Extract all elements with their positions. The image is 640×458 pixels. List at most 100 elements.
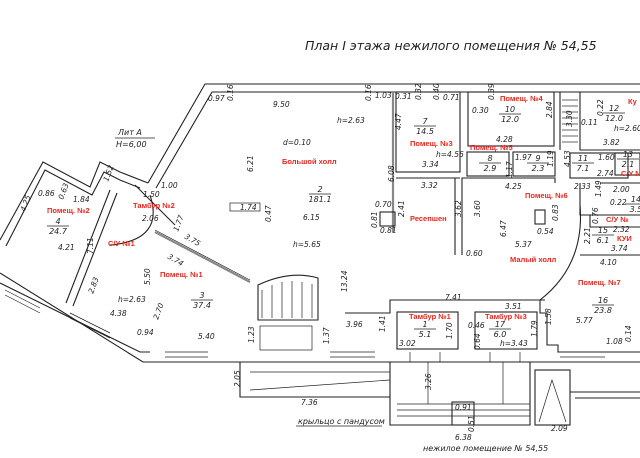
room-number: 156.1 [592,226,614,245]
dimension-label: 2.09 [551,424,568,433]
room-number: 15.1 [414,320,436,339]
dimension-label: 0.86 [38,189,55,198]
dimension-label: 7.11 [86,237,95,254]
room-index: 9 [535,154,540,163]
dimension-label: 4.10 [600,258,617,267]
room-index: 14 [631,195,640,204]
dimension-label: 4.38 [110,309,127,318]
room-area: 181.1 [309,195,332,204]
dimension-label: 0.47 [264,205,273,222]
room-number: 143.5 [625,195,640,214]
lit-name: Лит А [117,128,142,137]
dimension-label: 3.62 [454,200,463,217]
dimension-label: 6.47 [499,220,508,237]
dimension-label: 1.60 [598,153,615,162]
room-number: 92.3 [527,154,549,173]
room-label: Помещ. №1 [160,270,203,279]
dimension-label: 0.40 [432,83,441,100]
dimension-label: 0.64 [473,333,482,350]
dimension-label: 1.52 [101,164,115,183]
dimension-label: 1.74 [240,203,257,212]
dimension-label: 3.51 [505,302,522,311]
dimension-label: 2.84 [545,101,554,118]
room-area: 6.1 [597,236,610,245]
room-label: Помещ. №4 [500,94,543,103]
room-area: 12.0 [501,115,519,124]
room-area: 23.8 [594,306,612,315]
room-area: 2.1 [622,160,635,169]
room-index: 17 [495,320,506,329]
room-index: 15 [598,226,608,235]
room-label: Ресепшен [410,214,447,223]
dimension-label: 0.54 [537,227,554,236]
dimension-label: 5.50 [143,268,152,285]
dimension-label: 3.74 [166,252,185,268]
walls [0,83,640,363]
dimension-label: h=2.63 [118,295,146,304]
dimension-label: 1.08 [606,337,623,346]
dimension-label: 0.14 [624,325,633,342]
dimension-label: 2.70 [151,302,165,321]
dimension-label: 5.77 [576,316,593,325]
room-label: Помещ. №5 [470,143,513,152]
room-area: 24.7 [49,227,68,236]
room-index: 13 [623,150,633,159]
dimension-label: 3.26 [424,373,433,390]
dimension-label: 0.63 [56,182,70,201]
room-label: С/У № [606,215,629,224]
room-index: 16 [598,296,608,305]
dimension-label: 6.08 [387,165,396,182]
dimension-label: 6.38 [455,433,472,442]
dimension-label: 1.17 [505,161,514,178]
dimension-label: 1.00 [161,181,178,190]
room-number: 337.4 [191,291,213,310]
dimension-label: 1.79 [530,320,539,337]
dimension-label: 3.74 [611,244,628,253]
room-index: 8 [487,154,492,163]
dimension-label: 4.25 [18,194,32,213]
dimension-label: 0.83 [551,204,560,221]
room-label: Тамбур №1 [409,312,451,321]
dimension-label: 1.19 [546,150,555,167]
room-index: 7 [422,117,428,126]
dimension-label: 1.49 [594,180,603,197]
dimension-label: 7.41 [445,293,462,302]
dimension-label: 0.70 [375,200,392,209]
room-label: Ку [628,97,638,106]
dimension-label: 1.77 [171,214,185,233]
dimension-label: 0.32 [414,83,423,100]
room-label: Тамбур №2 [133,201,175,210]
dimension-label: 3.75 [183,232,202,248]
dimension-label: 5.40 [198,332,215,341]
dimension-label: 0.76 [591,207,600,224]
room-label: Помещ. №3 [410,139,453,148]
room-number: 424.7 [47,217,69,236]
dimension-label: 1.41 [378,315,387,332]
dimension-label: 2.41 [397,200,406,217]
room-label: Большой холл [282,157,337,166]
dimension-label: 4.25 [505,182,522,191]
dimension-label: 1.97 [515,153,532,162]
dimension-label: d=0.10 [283,138,311,147]
room-area: 6.0 [494,330,507,339]
dimension-label: 4.21 [58,243,75,252]
dimension-label: 1.70 [445,322,454,339]
room-label: Помещ. №6 [525,191,568,200]
dimension-label: 13.24 [340,270,349,292]
room-label: КУИ [617,234,632,243]
footer-note: нежилое помещение № 54,55 [423,444,548,453]
room-area: 2.9 [484,164,497,173]
dimension-label: 1.50 [143,190,160,199]
room-number: 132.1 [617,150,639,169]
room-label: С/У № [621,169,640,178]
dimension-label: 3.34 [422,160,439,169]
dimension-label: 0.11 [581,118,598,127]
dimension-label: 2.33 [574,182,591,191]
room-index: 4 [55,217,60,226]
room-number: 176.0 [489,320,511,339]
room-index: 2 [317,185,322,194]
room-index: 11 [578,154,588,163]
